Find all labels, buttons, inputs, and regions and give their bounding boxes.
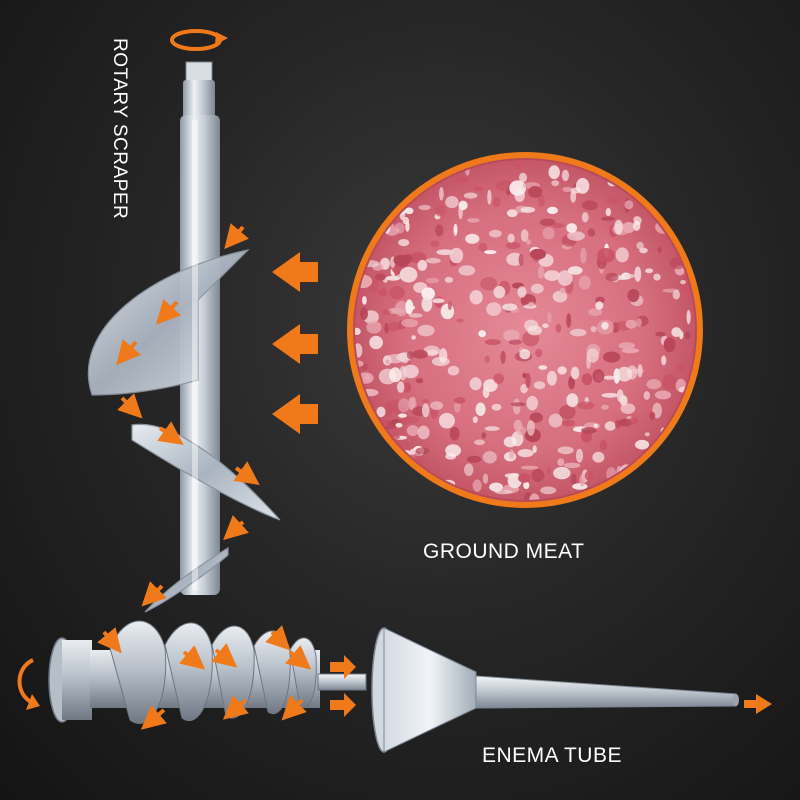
enema-tube-part (371, 627, 739, 753)
exit-arrow-icon (744, 694, 772, 714)
scraper-flow-arrows (116, 223, 260, 607)
ground-meat-label: GROUND MEAT (423, 540, 585, 563)
ground-meat-image (347, 152, 703, 508)
transfer-arrows (330, 655, 356, 717)
rotation-arrow-icon (170, 29, 228, 51)
feed-arrows (272, 252, 318, 434)
auger-screw-part (48, 620, 367, 724)
enema-tube-label: ENEMA TUBE (482, 744, 622, 767)
auger-rotation-icon (17, 658, 40, 710)
rotary-scraper-label: ROTARY SCRAPER (109, 38, 130, 220)
auger-flow-arrows (97, 625, 312, 730)
